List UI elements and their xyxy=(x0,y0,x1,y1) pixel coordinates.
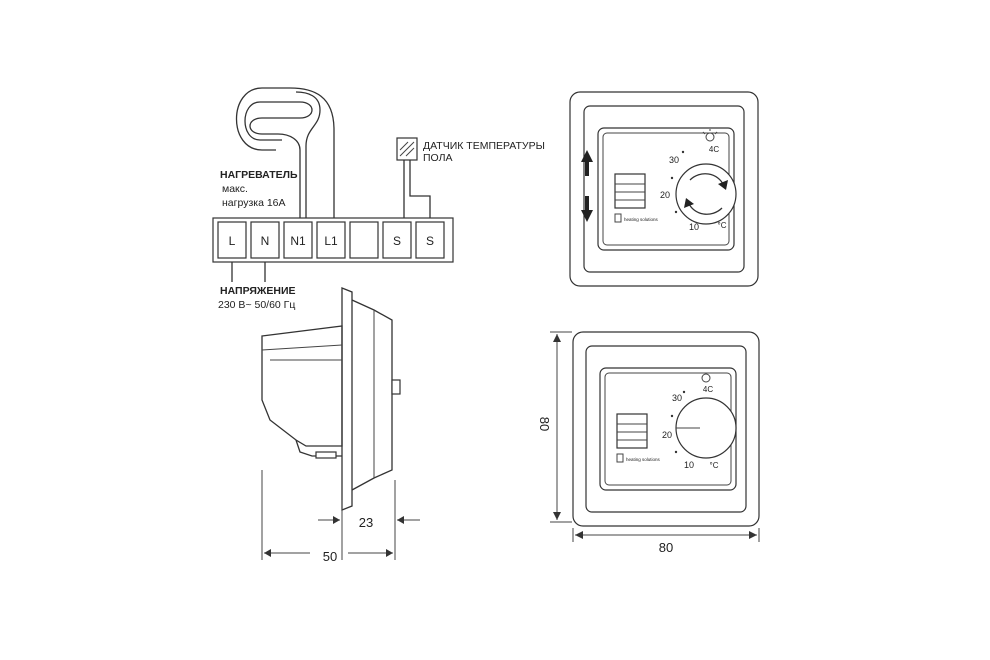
terminal-label: N1 xyxy=(290,234,306,248)
voltage-title: НАПРЯЖЕНИЕ xyxy=(220,285,296,297)
arrow-up-icon xyxy=(581,150,593,176)
scale-label: 20 xyxy=(660,190,670,200)
terminal-block: L N N1 L1 S S xyxy=(212,217,454,263)
terminal-label: L xyxy=(229,234,236,248)
terminal-s2 xyxy=(415,221,445,259)
terminal-l xyxy=(217,221,247,259)
sensor-label-line2: ПОЛА xyxy=(423,152,453,164)
voltage-value: 230 В~ 50/60 Гц xyxy=(218,299,295,311)
brand-text: heating solutions xyxy=(626,457,661,462)
dim-depth-total: 50 xyxy=(323,549,337,564)
terminal-label: L1 xyxy=(324,234,338,248)
terminal-label: N xyxy=(261,234,270,248)
dim-front-width: 80 xyxy=(659,540,673,555)
sensor-wire-b xyxy=(409,160,431,218)
wiring-diagram: ДАТЧИК ТЕМПЕРАТУРЫ ПОЛА НАГРЕВАТЕЛЬ макс… xyxy=(212,87,545,311)
front-view-adjust: heating solutions 30 20 10 4С °С xyxy=(569,91,759,287)
heating-cable-return xyxy=(295,91,321,218)
heater-line1: макс. xyxy=(222,183,248,195)
scale-label: 30 xyxy=(669,155,679,165)
dim-front-height: 80 xyxy=(537,417,552,431)
logo-mark xyxy=(614,213,622,223)
switch xyxy=(616,413,648,449)
terminal-empty xyxy=(349,221,379,259)
arrow-down-icon xyxy=(581,196,593,222)
heater-line2: нагрузка 16А xyxy=(222,197,286,209)
unit-bottom: °С xyxy=(710,461,719,470)
scale-label: 10 xyxy=(689,222,699,232)
heater-title: НАГРЕВАТЕЛЬ xyxy=(220,169,298,181)
sun-indicator-icon xyxy=(701,373,711,383)
scale-label: 20 xyxy=(662,430,672,440)
side-view: 23 50 xyxy=(261,287,420,564)
sun-indicator-icon xyxy=(705,132,715,142)
brand-text: heating solutions xyxy=(624,217,659,222)
unit-top: 4С xyxy=(709,145,719,154)
scale-label: 10 xyxy=(684,460,694,470)
front-view-dimensions: heating solutions 30 20 10 4С °С 80 80 xyxy=(537,331,760,555)
switch xyxy=(614,173,646,209)
front-cover-profile xyxy=(351,299,393,491)
dim-depth-rear: 23 xyxy=(359,515,373,530)
logo-mark xyxy=(616,453,624,463)
heating-cable-icon xyxy=(235,87,335,218)
terminal-l1 xyxy=(316,221,346,259)
temperature-dial xyxy=(675,163,737,225)
terminal-label: S xyxy=(393,234,401,248)
unit-top: 4С xyxy=(703,385,713,394)
terminal-label: S xyxy=(426,234,434,248)
front-plate-profile xyxy=(341,287,353,511)
terminal-n1 xyxy=(283,221,313,259)
scale-label: 30 xyxy=(672,393,682,403)
sensor-label-line1: ДАТЧИК ТЕМПЕРАТУРЫ xyxy=(423,140,545,152)
knob-profile xyxy=(391,379,401,395)
terminal-s1 xyxy=(382,221,412,259)
unit-bottom: °С xyxy=(718,221,727,230)
terminal-n xyxy=(250,221,280,259)
back-box xyxy=(261,325,343,447)
